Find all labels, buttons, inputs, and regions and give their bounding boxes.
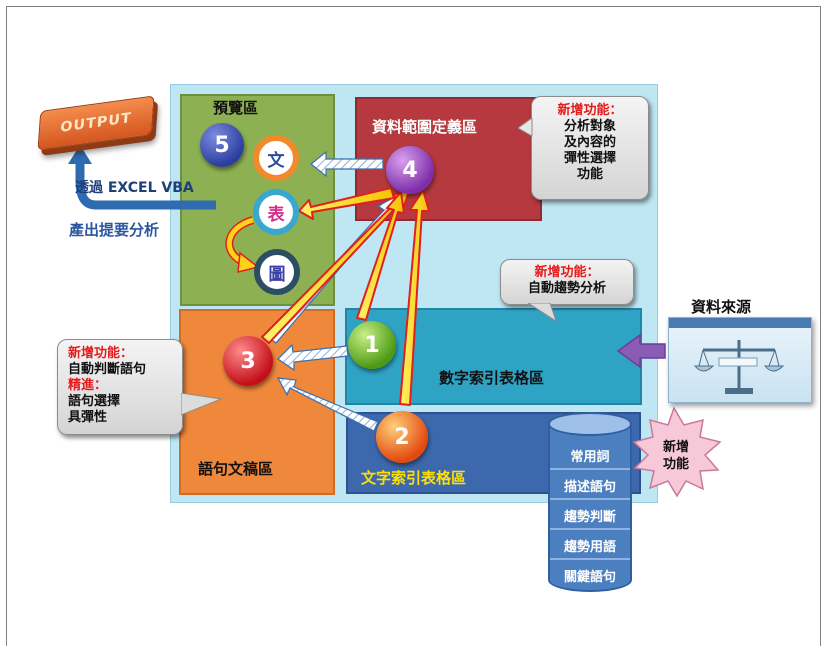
starburst-label-1: 新增 bbox=[663, 440, 690, 455]
arrow-2-to-3 bbox=[276, 377, 379, 432]
callout-trend-pointer bbox=[528, 303, 557, 323]
callout-range-line-2: 及內容的 bbox=[563, 135, 616, 150]
database-cylinder: 常用詞 描述語句 趨勢判斷 趨勢用語 關鍵語句 bbox=[548, 412, 632, 598]
callout-range-pointer bbox=[518, 118, 533, 137]
step-2-ball: 2 bbox=[376, 411, 428, 463]
step-3-ball: 3 bbox=[223, 336, 273, 386]
database-top bbox=[548, 412, 632, 436]
callout-sentence-line-2: 語句選擇 bbox=[68, 394, 121, 409]
arrow-2-to-4 bbox=[399, 189, 430, 406]
numeric-panel-title: 數字索引表格區 bbox=[439, 369, 545, 387]
db-segment-4: 趨勢用語 bbox=[563, 539, 616, 555]
arrow-1-to-4 bbox=[356, 191, 405, 321]
callout-range-feature: 新增功能： 分析對象 及內容的 彈性選擇 功能 bbox=[531, 96, 649, 200]
numeric-panel bbox=[345, 308, 642, 405]
callout-trend-line: 自動趨勢分析 bbox=[527, 281, 606, 296]
callout-trend-feature: 新增功能： 自動趨勢分析 bbox=[500, 259, 634, 305]
arrow-1-to-3 bbox=[277, 343, 349, 372]
text-panel-title: 文字索引表格區 bbox=[361, 469, 467, 487]
sentence-panel-title: 語句文稿區 bbox=[198, 460, 274, 478]
callout-sentence-line-1: 自動判斷語句 bbox=[68, 362, 147, 377]
starburst-label-2: 功能 bbox=[663, 457, 690, 472]
callout-sentence-line-3: 具彈性 bbox=[68, 410, 108, 425]
callout-range-line-4: 功能 bbox=[576, 167, 603, 182]
callout-range-title: 新增功能： bbox=[557, 103, 623, 118]
range-panel-title: 資料範圍定義區 bbox=[372, 118, 478, 136]
callout-sentence-pointer bbox=[181, 393, 223, 416]
yellow-arrows bbox=[261, 187, 430, 406]
step-5-ball: 5 bbox=[200, 123, 244, 167]
arrow-4-to-text bbox=[310, 150, 384, 178]
starburst-shape bbox=[632, 406, 722, 498]
callout-sentence-feature: 新增功能： 自動判斷語句 精進： 語句選擇 具彈性 bbox=[57, 339, 183, 435]
summary-output-label: 產出提要分析 bbox=[69, 221, 160, 239]
db-segment-5: 關鍵語句 bbox=[563, 569, 616, 585]
arrow-from-source bbox=[616, 333, 666, 369]
callout-sentence-title: 新增功能： bbox=[68, 346, 134, 361]
output-button-face: OUTPUT bbox=[37, 95, 155, 151]
database-body bbox=[548, 424, 632, 592]
text-icon: 文 bbox=[253, 135, 299, 181]
arrow-to-output bbox=[75, 160, 216, 210]
data-source-thumbnail bbox=[668, 317, 812, 403]
db-segment-3: 趨勢判斷 bbox=[563, 509, 616, 525]
figure-frame bbox=[6, 6, 821, 646]
table-icon: 表 bbox=[253, 189, 299, 235]
db-segment-2: 描述語句 bbox=[563, 479, 616, 495]
excel-vba-label: 透過 EXCEL VBA bbox=[75, 180, 194, 196]
output-button[interactable]: OUTPUT bbox=[37, 95, 160, 151]
step-1-ball: 1 bbox=[348, 321, 396, 369]
callout-range-line-1: 分析對象 bbox=[563, 119, 616, 134]
arrow-4-to-table bbox=[298, 187, 395, 220]
chart-icon: 圖 bbox=[254, 249, 300, 295]
preview-panel-title: 預覽區 bbox=[213, 99, 259, 117]
callout-sentence-refine: 精進： bbox=[68, 378, 108, 393]
callout-range-line-3: 彈性選擇 bbox=[563, 151, 616, 166]
db-segment-1: 常用詞 bbox=[570, 449, 610, 465]
output-button-label: OUTPUT bbox=[59, 110, 133, 136]
callout-trend-title: 新增功能： bbox=[534, 265, 600, 280]
scale-icon bbox=[693, 340, 785, 394]
step-4-ball: 4 bbox=[386, 146, 434, 194]
data-source-label: 資料來源 bbox=[691, 298, 752, 316]
